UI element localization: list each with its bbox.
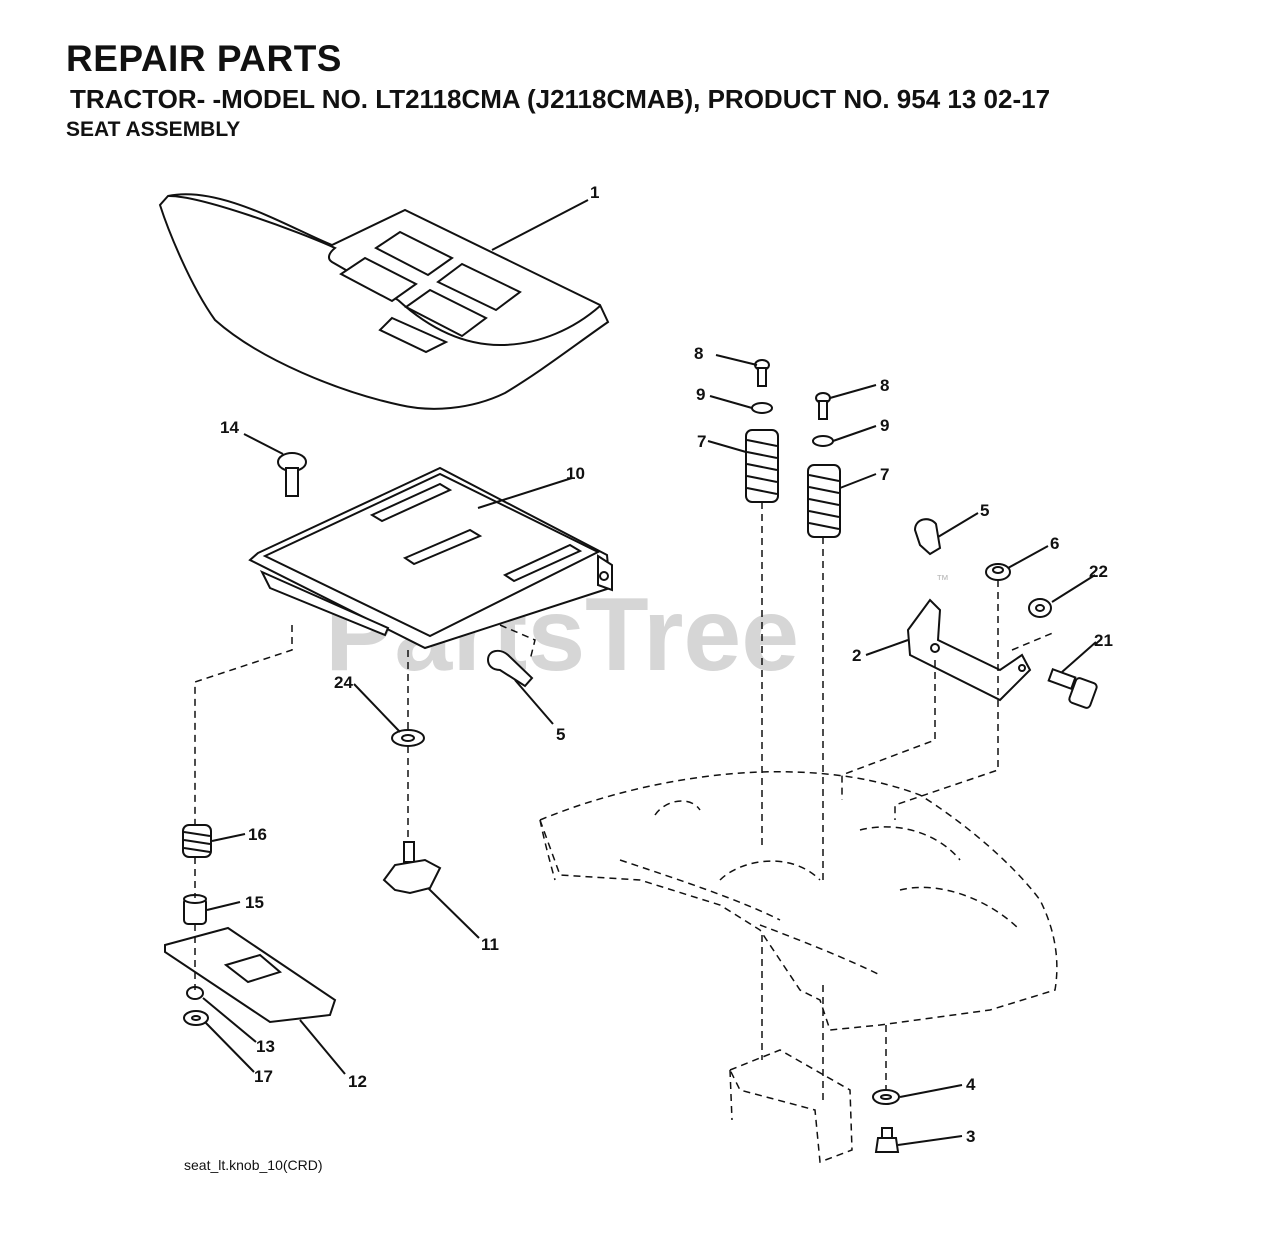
callout-1: 1 [590, 183, 599, 202]
nut-part-6[interactable] [985, 563, 1011, 581]
callout-2: 2 [852, 646, 861, 665]
seat-pan-part[interactable] [248, 466, 613, 650]
callout-8-left: 8 [694, 344, 703, 363]
shoulder-bolt-part[interactable] [1047, 667, 1098, 709]
mount-bracket-part [728, 1049, 853, 1164]
callouts: 1 2 3 4 5 5 6 7 7 8 8 9 9 10 11 12 13 14… [220, 183, 1113, 1146]
callout-5-left: 5 [556, 725, 565, 744]
callout-14: 14 [220, 418, 239, 437]
bolt-part-8b[interactable] [815, 392, 831, 420]
callout-17: 17 [254, 1067, 273, 1086]
callout-3: 3 [966, 1127, 975, 1146]
callout-5-right: 5 [980, 501, 989, 520]
clip-part-right[interactable] [913, 518, 942, 556]
washer-part-4[interactable] [872, 1089, 900, 1105]
bolt-part-3[interactable] [874, 1127, 900, 1153]
carriage-bolt-part[interactable] [277, 452, 307, 497]
washer-part-9b[interactable] [812, 435, 834, 447]
knob-part[interactable] [382, 841, 442, 895]
washer-part-9a[interactable] [751, 402, 773, 414]
section-title: SEAT ASSEMBLY [66, 118, 241, 141]
callout-10: 10 [566, 464, 585, 483]
callout-4: 4 [966, 1075, 976, 1094]
spring-part-16[interactable] [182, 824, 212, 858]
callout-24: 24 [334, 673, 353, 692]
spacer-part[interactable] [183, 894, 207, 925]
alignment-lines [194, 502, 1056, 1100]
callout-12: 12 [348, 1072, 367, 1091]
callout-8-right: 8 [880, 376, 889, 395]
leader-lines [202, 199, 1097, 1146]
callout-15: 15 [245, 893, 264, 912]
bolt-part-8a[interactable] [754, 359, 770, 387]
callout-11: 11 [481, 935, 499, 954]
callout-7-left: 7 [697, 432, 706, 451]
callout-21: 21 [1094, 631, 1113, 650]
drawing-id: seat_lt.knob_10(CRD) [184, 1157, 323, 1173]
flat-washer-part[interactable] [391, 729, 425, 747]
watermark-trademark: ™ [936, 572, 949, 587]
callout-9-left: 9 [696, 385, 705, 404]
spring-part-7b[interactable] [807, 464, 841, 538]
clip-part-left[interactable] [486, 649, 534, 688]
pivot-bracket-part[interactable] [906, 598, 1032, 702]
spring-part-7a[interactable] [745, 429, 779, 503]
callout-13: 13 [256, 1037, 275, 1056]
callout-7-right: 7 [880, 465, 889, 484]
seat-part[interactable] [158, 193, 610, 410]
fender-part [539, 770, 1058, 1031]
callout-22: 22 [1089, 562, 1108, 581]
callout-9-right: 9 [880, 416, 889, 435]
page-title: REPAIR PARTS [66, 38, 342, 79]
washer-part-17[interactable] [183, 1010, 209, 1026]
callout-6: 6 [1050, 534, 1059, 553]
callout-16: 16 [248, 825, 267, 844]
seat-bracket-part[interactable] [164, 926, 337, 1024]
model-subtitle: TRACTOR- -MODEL NO. LT2118CMA (J2118CMAB… [70, 84, 1051, 114]
nut-part-22[interactable] [1028, 598, 1052, 618]
